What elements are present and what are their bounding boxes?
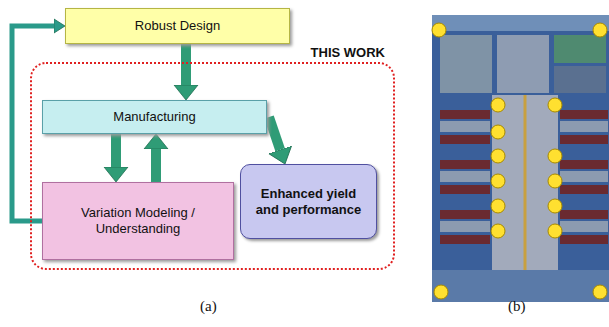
spe-stripes [440,110,608,244]
spe-stripe [440,160,490,169]
spe-logic-row [560,171,608,182]
process-box: Variation Modeling / Understanding [42,182,234,260]
region-heading: THIS WORK [311,45,385,61]
die-top-band [432,15,609,31]
spe-stripe [440,135,490,144]
sensor-dot [491,224,505,238]
box-label: Variation Modeling / Understanding [51,205,225,236]
result-box: Enhanced yield and performance [240,164,377,239]
spe-logic-row [560,121,608,132]
sensor-dot [548,98,562,112]
sensor-dot [548,174,562,188]
sensor-dot [434,285,448,299]
spe-stripe [440,210,490,219]
flow-arrow [269,117,280,150]
spe-logic-row [440,121,490,132]
spe-logic-row [560,221,608,232]
box-label: Enhanced yield and performance [249,186,368,217]
spe-stripe [440,110,490,119]
die-block [440,35,492,93]
process-box: Manufacturing [42,100,267,134]
spe-logic-row [440,171,490,182]
box-label: Robust Design [135,18,220,34]
sensor-dot [593,23,607,37]
sensor-dot [548,149,562,163]
flow-arrow [181,44,191,85]
flow-arrow [151,149,161,182]
process-box: Robust Design [65,8,290,44]
panel-label: (a) [200,298,217,315]
spe-stripe [560,185,608,194]
spe-logic-row [440,221,490,232]
spe-stripe [560,135,608,144]
spe-stripe [440,185,490,194]
sensor-dot [491,98,505,112]
sensor-dot [491,174,505,188]
spe-stripe [560,110,608,119]
sensor-sites [432,23,607,299]
spe-stripe [560,235,608,244]
box-label: Manufacturing [113,109,195,125]
sensor-dot [491,149,505,163]
sensor-dot [491,125,505,139]
spe-stripe [560,160,608,169]
die-block [554,66,606,93]
spe-stripe [560,210,608,219]
sensor-dot [548,224,562,238]
sensor-dot [548,199,562,213]
die-bus-line [524,95,527,270]
sensor-dot [432,23,446,37]
flow-arrow [111,134,121,167]
spe-stripe [440,235,490,244]
die-body [432,15,609,302]
scope-region: ManufacturingVariation Modeling / Unders… [30,62,395,270]
die-block [554,35,606,63]
panel-label: (b) [508,298,526,315]
spe-logic [440,121,608,232]
sensor-dot [593,285,607,299]
die-block [497,35,549,93]
sensor-dot [491,199,505,213]
die-bottom-band [432,270,609,302]
